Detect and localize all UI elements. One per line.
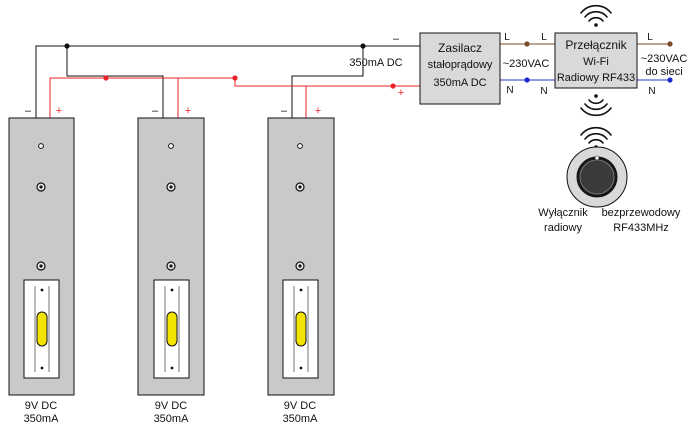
positive-wire — [49, 77, 420, 118]
lamp-2-voltage: 9V DC — [155, 400, 187, 412]
positive-junction-node — [232, 75, 238, 81]
neutral-junction-node — [524, 77, 530, 83]
wifi-signal-icon — [580, 94, 612, 117]
switch-N-out-label: N — [648, 86, 655, 97]
positive-wire-branch-2 — [49, 77, 235, 118]
lamp-3-voltage: 9V DC — [284, 400, 316, 412]
neutral-terminal-node — [667, 77, 673, 83]
psu-ac-label: ~230VAC — [503, 58, 550, 70]
negative-junction-node — [64, 43, 70, 49]
led-fixture — [8, 117, 75, 396]
mains-voltage-label: ~230VAC — [641, 53, 688, 65]
lamp-1-voltage: 9V DC — [25, 400, 57, 412]
switch-rating: Radiowy RF433 — [557, 72, 635, 84]
line-terminal-node — [667, 41, 673, 47]
power-supply-box: Zasilacz stałoprądowy 350mA DC — [419, 32, 501, 105]
lamp-2-current: 350mA — [154, 413, 190, 425]
led-fixture — [137, 117, 205, 396]
switch-subtitle: Wi-Fi — [583, 56, 609, 68]
wifi-signal-icon — [580, 4, 612, 27]
negative-wire-branch-2 — [66, 46, 164, 118]
switch-N-in-label: N — [540, 86, 547, 97]
psu-rating: 350mA DC — [433, 77, 486, 89]
remote-caption-right-1: bezprzewodowy — [602, 207, 681, 219]
lamp-3-minus-label: – — [281, 105, 288, 117]
negative-junction-node — [360, 43, 366, 49]
wifi-signal-icon — [580, 126, 612, 149]
lamp-2-minus-label: – — [152, 105, 159, 117]
negative-wire — [35, 45, 420, 118]
wifi-switch-box: Przełącznik Wi-Fi Radiowy RF433 — [554, 32, 638, 89]
psu-title: Zasilacz — [438, 41, 482, 55]
psu-plus-label: + — [398, 87, 404, 99]
positive-junction-node — [103, 75, 109, 81]
switch-L-in-label: L — [541, 32, 547, 43]
remote-caption-left-2: radiowy — [544, 222, 582, 234]
lamp-3-plus-label: + — [315, 105, 321, 117]
psu-minus-label: – — [393, 33, 400, 45]
negative-wire-trunk — [35, 45, 420, 118]
positive-junction-node — [390, 83, 396, 89]
switch-L-out-label: L — [647, 32, 653, 43]
lamp-2-plus-label: + — [185, 105, 191, 117]
led-fixture — [267, 117, 335, 396]
rotary-knob-icon — [566, 146, 628, 208]
psu-N-label: N — [506, 85, 513, 96]
psu-subtitle: stałoprądowy — [428, 59, 493, 71]
remote-caption-left-1: Wyłącznik — [538, 207, 588, 219]
psu-dc-label: 350mA DC — [349, 57, 402, 69]
switch-title: Przełącznik — [565, 38, 627, 52]
lamp-1-plus-label: + — [56, 105, 62, 117]
line-junction-node — [524, 41, 530, 47]
lamp-1-minus-label: – — [25, 105, 32, 117]
lamp-1-current: 350mA — [24, 413, 60, 425]
lamp-3-current: 350mA — [283, 413, 319, 425]
psu-L-label: L — [504, 32, 510, 43]
mains-network-label: do sieci — [645, 66, 682, 78]
remote-caption-right-2: RF433MHz — [613, 222, 669, 234]
negative-wire-branch-3 — [291, 46, 364, 118]
